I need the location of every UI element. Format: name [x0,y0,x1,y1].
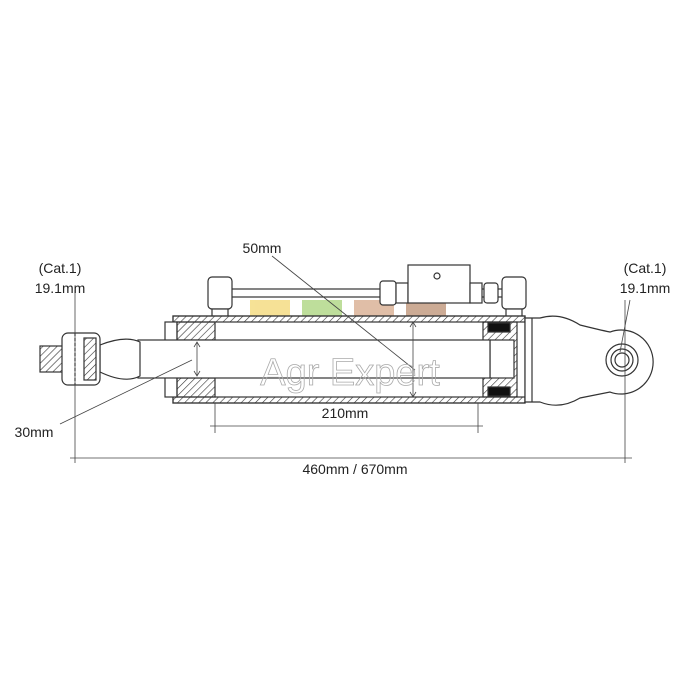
right-pin-category-label: (Cat.1) [624,260,667,276]
bore-diameter-label: 50mm [243,240,282,256]
rear-eye-end [524,315,654,406]
dimension-lines [59,255,632,463]
front-ball-joint [39,332,141,386]
left-pin-category-label: (Cat.1) [39,260,82,276]
piston-seal-top [487,322,511,333]
overall-length-label: 460mm / 670mm [302,461,407,477]
hydraulic-pipe [207,264,527,318]
cylinder-drawing [39,264,654,406]
left-pin-diameter-label: 19.1mm [35,280,86,296]
valve-block [407,264,471,304]
piston-seal-bottom [487,386,511,397]
watermark-text: Agr Expert [260,352,440,394]
rod-diameter-label: 30mm [15,424,54,440]
stroke-label: 210mm [322,405,369,421]
right-pin-diameter-label: 19.1mm [620,280,671,296]
